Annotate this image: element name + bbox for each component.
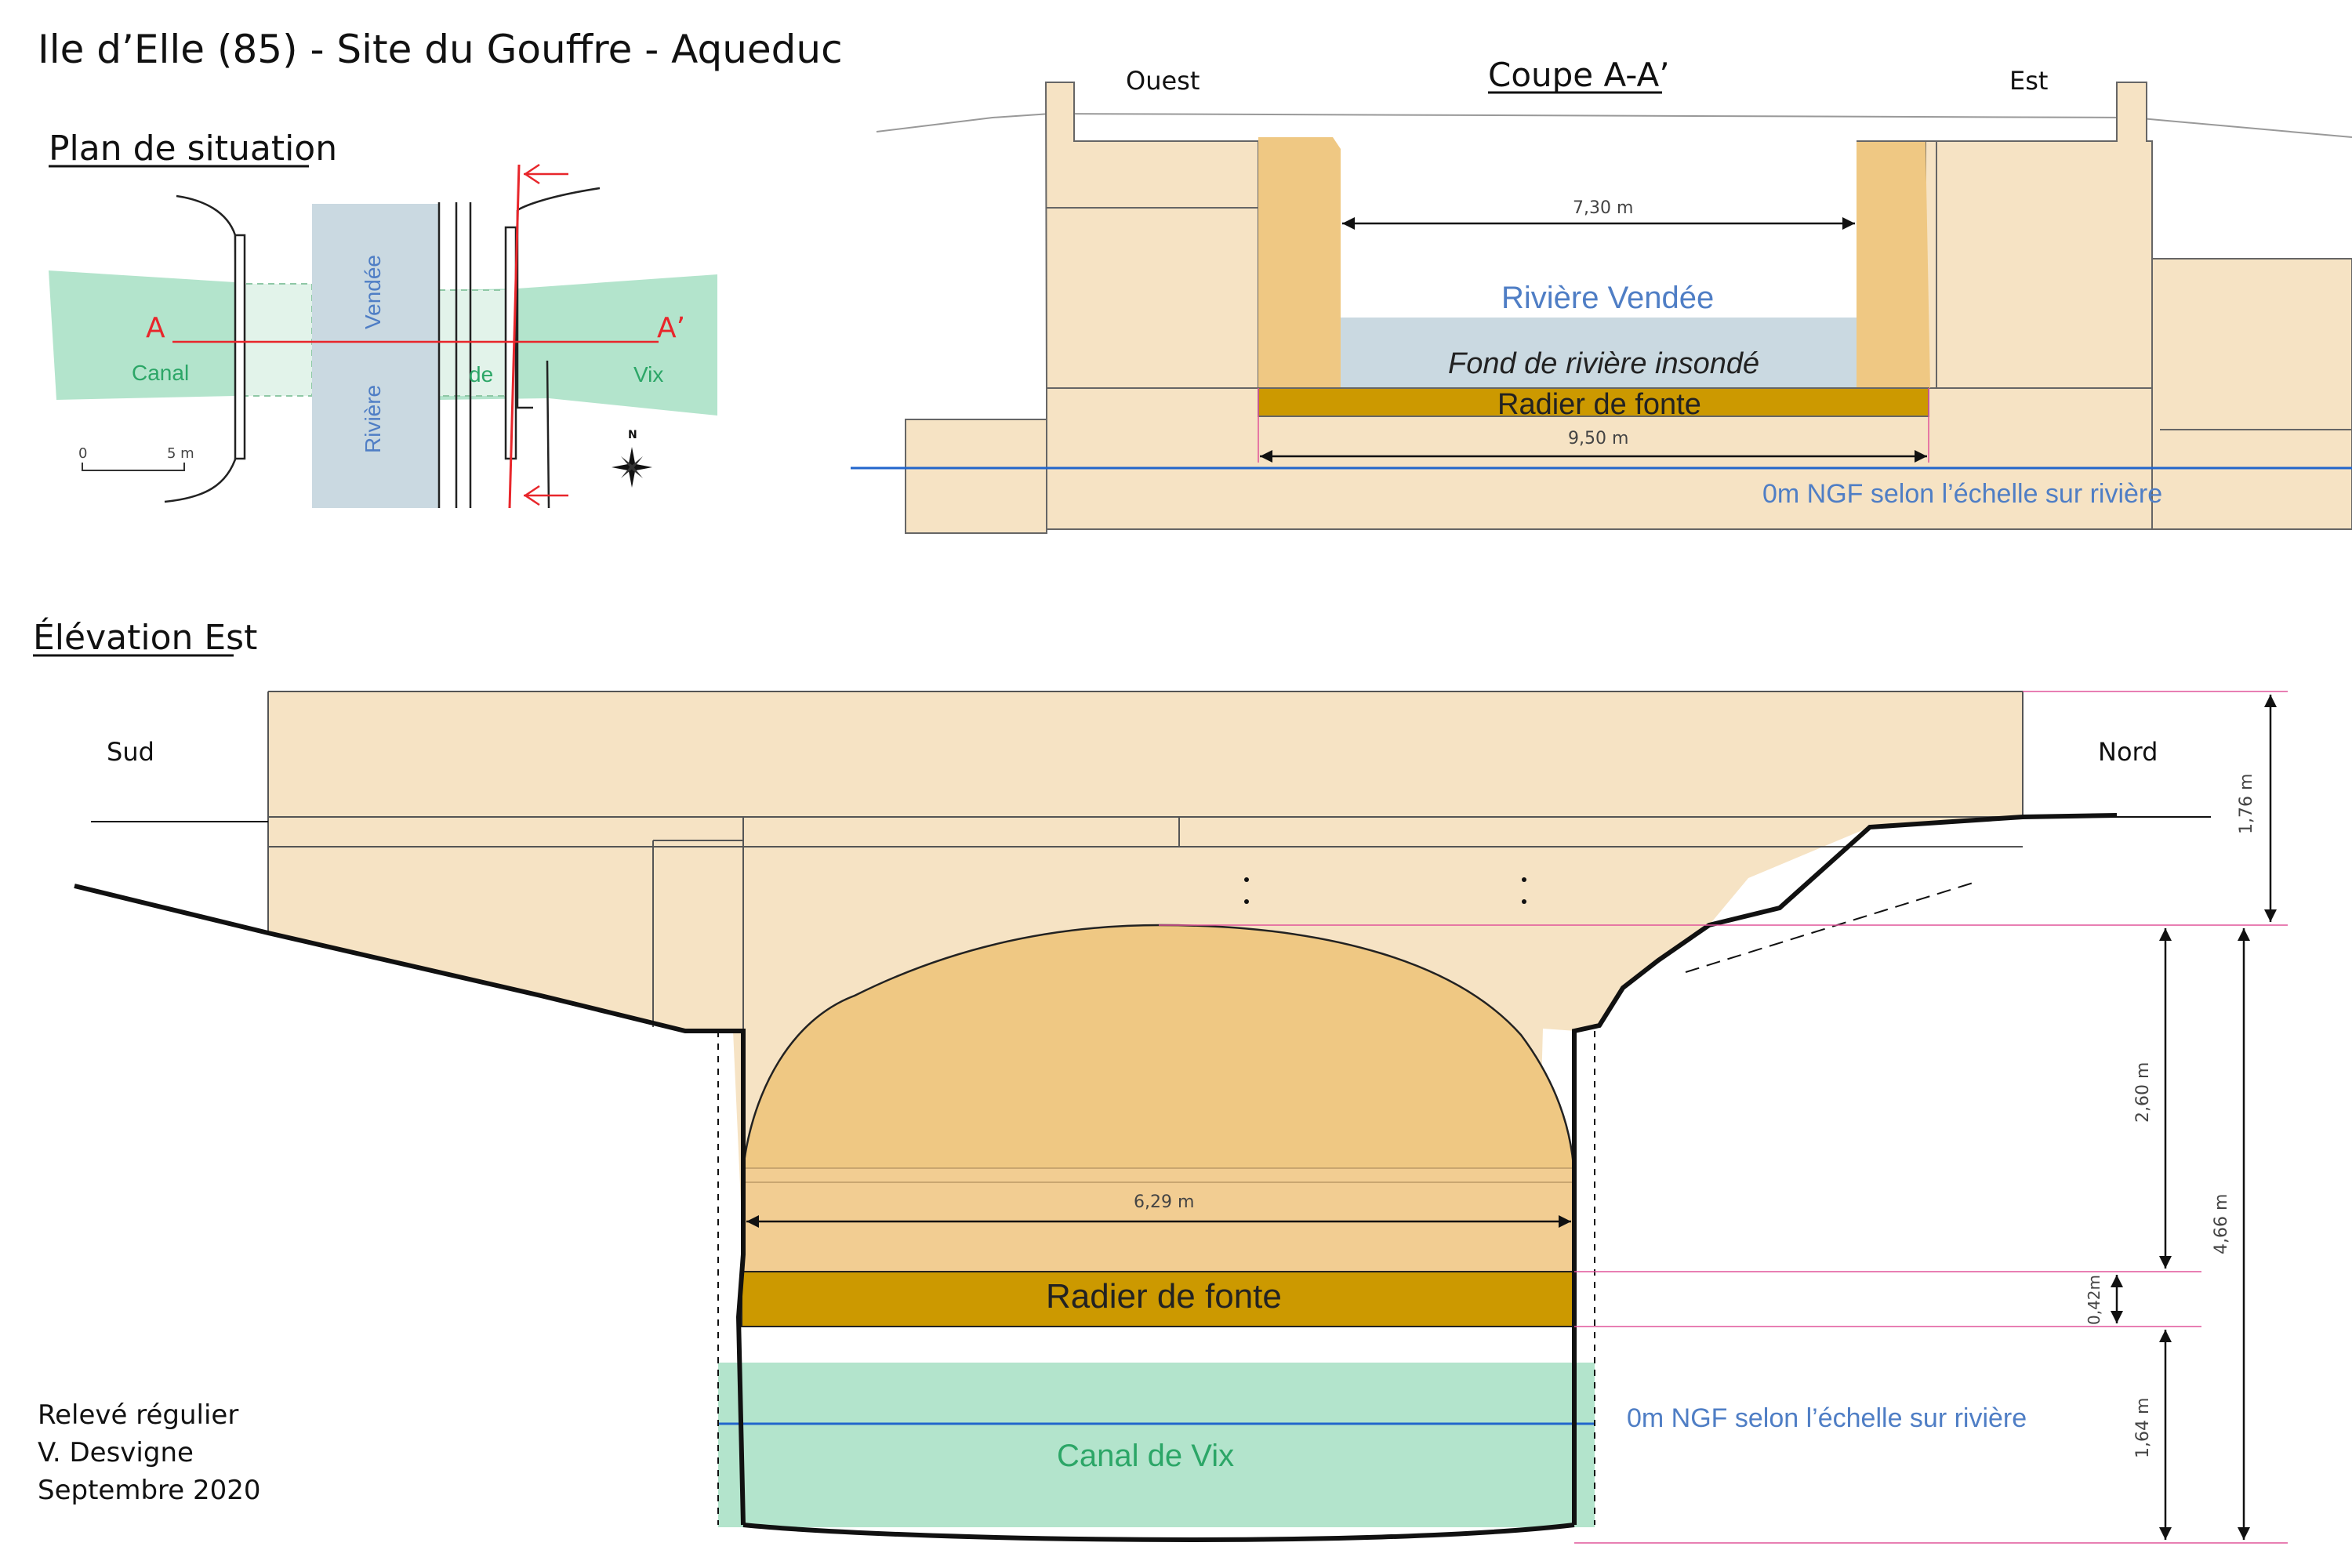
- canal-band-under-bridge: [234, 283, 313, 397]
- radier-label-section: Radier de fonte: [1497, 388, 1701, 421]
- label-a: A: [146, 312, 165, 344]
- east-wing-wall-top: [1857, 140, 1937, 388]
- dim-7-30: 7,30 m: [1342, 198, 1855, 230]
- span-width-label: 6,29 m: [1134, 1192, 1194, 1212]
- credits: Relevé régulier V. Desvigne Septembre 20…: [38, 1399, 261, 1506]
- vix-label: Vix: [633, 362, 663, 387]
- de-label: de: [469, 362, 493, 387]
- west-parapet: [234, 234, 246, 460]
- east-bank-outline: [469, 187, 601, 509]
- est-label: Est: [2009, 66, 2048, 96]
- dim-canal-label: 1,64 m: [2133, 1398, 2153, 1458]
- radier-de-fonte-section: [1258, 387, 1929, 417]
- riviere-label: Rivière: [361, 385, 385, 453]
- elevation-est: Élévation Est Sud Nord 6,29 m Radier de …: [33, 616, 2288, 1544]
- compass-north-label: N: [628, 429, 637, 441]
- section-heading: Coupe A-A’: [1488, 56, 1670, 94]
- vendee-label: Vendée: [361, 255, 385, 329]
- river-water: [1341, 318, 1857, 388]
- bed-outline: [742, 1523, 1575, 1542]
- elevation-heading: Élévation Est: [33, 616, 257, 658]
- credits-line-2: V. Desvigne: [38, 1437, 194, 1468]
- west-wing-wall: [1258, 137, 1341, 388]
- cut-arrow-top: [523, 163, 568, 185]
- bolt-mark-4: [1522, 899, 1526, 904]
- scale-five: 5 m: [167, 445, 194, 462]
- bolt-mark-2: [1244, 899, 1249, 904]
- slope-dashed: [1685, 881, 1976, 973]
- canal-label: Canal: [132, 361, 189, 385]
- credits-line-3: Septembre 2020: [38, 1475, 261, 1506]
- bolt-mark-1: [1244, 877, 1249, 882]
- east-pier-outline: [1572, 813, 2118, 1525]
- width-bottom-label: 9,50 m: [1568, 429, 1628, 448]
- riverbed-label: Fond de rivière insondé: [1448, 347, 1759, 380]
- coupe-a-a: Coupe A-A’ Ouest Est 7,30 m: [851, 56, 2352, 534]
- canal-water: [718, 1363, 1595, 1527]
- arch-lower-band: [743, 1168, 1574, 1272]
- canal-band-left: [49, 270, 235, 400]
- riviere-vendee-band: [312, 204, 439, 508]
- river-label: Rivière Vendée: [1501, 281, 1714, 315]
- section-cut-vertical: [508, 164, 521, 509]
- west-pier-outline: [74, 884, 746, 1526]
- compass-rose-icon: [612, 447, 652, 488]
- label-a-prime: A’: [657, 312, 685, 344]
- plan-de-situation: Plan de situation A A’ Canal de Vix Vend…: [49, 129, 717, 509]
- scale-bar: [82, 463, 185, 471]
- width-top-label: 7,30 m: [1573, 198, 1633, 218]
- dim-top-label: 1,76 m: [2237, 774, 2256, 834]
- dimension-reference-lines: [1159, 691, 2288, 1544]
- dim-9-50: 9,50 m: [1260, 429, 1927, 463]
- dim-6-29: 6,29 m: [746, 1192, 1571, 1228]
- vertical-dimensions: [2111, 695, 2277, 1540]
- cut-arrow-bottom: [523, 485, 568, 506]
- dim-arch-label: 2,60 m: [2133, 1062, 2153, 1123]
- canal-de-vix-label: Canal de Vix: [1057, 1439, 1234, 1473]
- canal-band-gap: [438, 289, 518, 397]
- ouest-label: Ouest: [1126, 66, 1200, 96]
- sud-label: Sud: [107, 737, 154, 767]
- west-abutment: [1044, 82, 1259, 389]
- bolt-mark-3: [1522, 877, 1526, 882]
- radier-de-fonte-elevation: [741, 1271, 1575, 1327]
- credits-line-1: Relevé régulier: [38, 1399, 238, 1431]
- nord-label: Nord: [2098, 737, 2158, 767]
- east-abutment: [1925, 82, 2153, 389]
- page-title: Ile d’Elle (85) - Site du Gouffre - Aque…: [38, 27, 843, 72]
- ground-mass: [905, 419, 1047, 534]
- dim-total-label: 4,66 m: [2212, 1194, 2231, 1254]
- plan-heading: Plan de situation: [49, 129, 337, 169]
- ngf-label-section: 0m NGF selon l’échelle sur rivière: [1762, 479, 2162, 509]
- east-wing-wall: [1857, 141, 1930, 388]
- radier-label-elevation: Radier de fonte: [1046, 1277, 1282, 1316]
- scale-zero: 0: [78, 445, 87, 462]
- dim-radier-label: 0,42m: [2085, 1275, 2103, 1325]
- ngf-label-elevation: 0m NGF selon l’échelle sur rivière: [1627, 1403, 2027, 1433]
